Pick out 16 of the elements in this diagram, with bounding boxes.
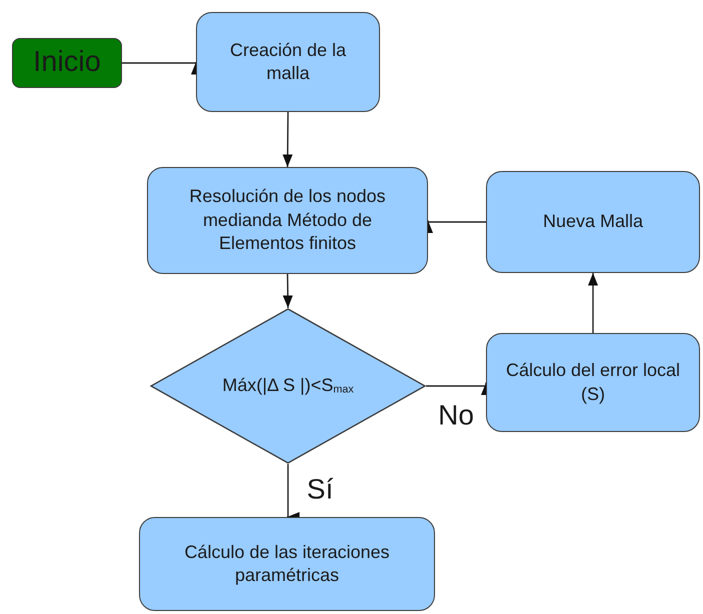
process-box [486, 171, 700, 273]
process-box [486, 333, 700, 432]
step-text: Resolución de los nodos medianda Método de Elementos finitos [188, 185, 387, 256]
step-text: Cálculo de las iteraciones paramétricas [183, 540, 391, 587]
process-box [139, 517, 435, 611]
condition-text: Máx(|Δ S |)<S$_{max}$ [222, 374, 354, 398]
start-box [12, 38, 122, 88]
process-box [196, 12, 380, 112]
step-text: Creación de la malla [228, 38, 348, 85]
arrow [282, 274, 293, 308]
step-text: Inicio [33, 45, 101, 80]
step-text: Cálculo del error local (S) [504, 359, 682, 406]
process-box [147, 167, 428, 274]
arrow [588, 273, 598, 333]
step-text: Nueva Malla [542, 210, 644, 234]
arrow [282, 112, 293, 167]
